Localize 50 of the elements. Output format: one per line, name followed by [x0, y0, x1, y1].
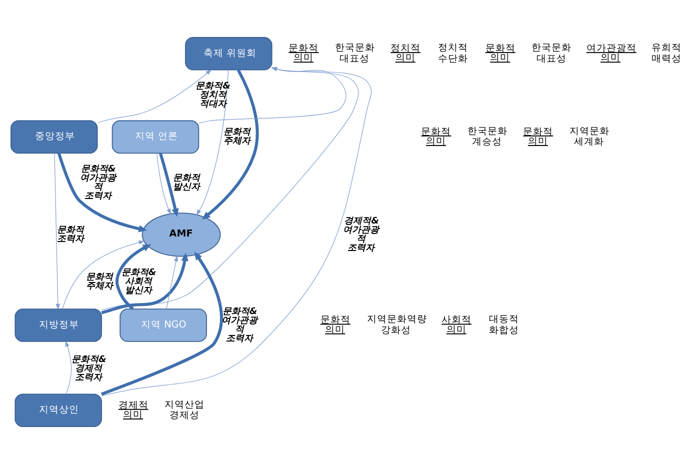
label: 여가관광적 의미 [586, 42, 636, 64]
arrow [115, 244, 152, 310]
arrow [62, 240, 145, 309]
node-box: 지역상인 [14, 393, 102, 427]
edge-label: 문화적& 경제적 조력자 [72, 354, 106, 382]
arrow [202, 68, 259, 220]
arrow [196, 69, 229, 216]
label: 지역문화 세계화 [569, 125, 610, 148]
arrow [101, 66, 359, 310]
edge-label: 문화적 주체자 [86, 272, 113, 291]
arrow [57, 152, 148, 232]
arrow [156, 152, 171, 214]
edge-label: 경제적& 여가관광 적 조력자 [343, 216, 380, 253]
label: 지역산업 경제성 [164, 398, 204, 421]
arrow [158, 152, 179, 216]
arrow [100, 251, 223, 396]
label: 문화적 의미 [320, 314, 350, 335]
edge-label: 문화적& 여가관광 적 조력자 [80, 164, 116, 202]
label: 문화적 의미 [288, 42, 319, 64]
arrow [101, 252, 188, 314]
label: 정치적 수단화 [438, 42, 468, 64]
edge-label: 문화적& 여가관광 적 조력자 [221, 306, 258, 344]
label: 한국문화 대표성 [334, 42, 375, 64]
edge-label: 문화적 조력자 [57, 224, 84, 244]
arrow [198, 66, 346, 123]
node-box: 축제 위원회 [185, 36, 272, 70]
edge-label: 문화적& 정치적 적대자 [196, 80, 231, 109]
edge-label: 문화적 주체자 [223, 127, 250, 146]
label: 한국문화 계승성 [467, 125, 508, 148]
label: 지역문화역량 강화성 [366, 314, 427, 336]
edge-label: 문화적 발신자 [172, 173, 200, 192]
node-box: 중앙정부 [10, 120, 98, 154]
label: 한국문화 대표성 [532, 42, 572, 64]
arrow [54, 152, 60, 310]
label: 문화적 의미 [485, 42, 516, 64]
label: 대동적 화합성 [488, 314, 519, 336]
arrow [166, 254, 178, 309]
edge-label: 문화적& 사회적 발신자 [121, 267, 156, 296]
label: 경제적 의미 [118, 399, 148, 420]
node-box: 지역 NGO [120, 308, 207, 342]
arrow [101, 66, 372, 396]
label: 정치적 의미 [390, 42, 421, 64]
label: 문화적 의미 [523, 126, 554, 147]
node-box: 지역 언론 [112, 120, 200, 154]
node-box: 지방정부 [14, 308, 102, 342]
label: 유희적 매력성 [651, 42, 682, 64]
arrow [97, 68, 212, 123]
label: 문화적 의미 [421, 126, 452, 147]
label: 사회적 의미 [442, 314, 472, 335]
arrow [65, 340, 72, 394]
